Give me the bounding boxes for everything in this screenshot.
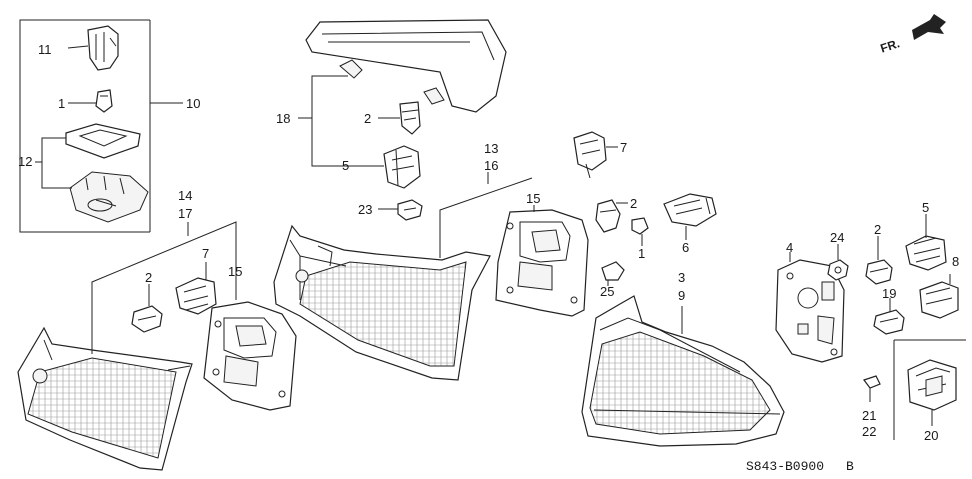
clip-23-part <box>397 199 423 221</box>
bulb-1-center-part <box>631 217 649 235</box>
high-mount-bulb-part <box>399 101 421 135</box>
tail-light-right-part <box>581 295 785 447</box>
callout-1-license: 1 <box>58 96 65 111</box>
callout-2-center: 2 <box>630 196 637 211</box>
callout-7-center: 7 <box>620 140 627 155</box>
bulb-2-center-part <box>595 199 621 233</box>
tail-light-left-part <box>17 326 193 471</box>
callout-4: 4 <box>786 240 793 255</box>
license-bulb-part <box>95 89 113 113</box>
socket-7-center-part <box>573 131 607 179</box>
callout-6: 6 <box>682 240 689 255</box>
socket-6-part <box>663 193 717 227</box>
callout-25: 25 <box>600 284 614 299</box>
socket-7-left-part <box>175 277 217 315</box>
callout-16: 16 <box>484 158 498 173</box>
callout-11: 11 <box>38 42 52 57</box>
bulb-19-part <box>873 309 905 335</box>
socket-8-part <box>919 281 959 319</box>
nut-24-part <box>827 259 849 281</box>
callout-12: 12 <box>18 154 32 169</box>
gasket-center-part <box>495 209 589 317</box>
relay-20-group <box>893 339 966 440</box>
callout-23: 23 <box>358 202 372 217</box>
callout-3: 3 <box>678 270 685 285</box>
callout-18: 18 <box>276 111 290 126</box>
callout-15-center: 15 <box>526 191 540 206</box>
callout-21: 21 <box>862 408 876 423</box>
callout-22: 22 <box>862 424 876 439</box>
callout-2-top: 2 <box>364 111 371 126</box>
callout-19: 19 <box>882 286 896 301</box>
front-label: FR. <box>879 36 902 55</box>
license-lens-part <box>65 123 141 159</box>
callout-15-left: 15 <box>228 264 242 279</box>
callout-2-right: 2 <box>874 222 881 237</box>
callout-5-top: 5 <box>342 158 349 173</box>
license-housing-part <box>69 171 149 223</box>
high-mount-light-part <box>305 19 507 113</box>
high-mount-socket-part <box>383 145 421 189</box>
clip-25-part <box>601 261 625 281</box>
socket-5-right-part <box>905 235 947 271</box>
callout-8: 8 <box>952 254 959 269</box>
diagram-code: S843-B0900 <box>746 459 824 474</box>
front-direction-indicator <box>912 14 946 40</box>
callout-10: 10 <box>186 96 200 111</box>
callout-7-left: 7 <box>202 246 209 261</box>
license-light-group <box>19 19 183 233</box>
callout-20: 20 <box>924 428 938 443</box>
bulb-2-left-part <box>131 305 163 333</box>
callout-13: 13 <box>484 141 498 156</box>
gasket-right-part <box>775 259 845 363</box>
callout-14: 14 <box>178 188 192 203</box>
callout-9: 9 <box>678 288 685 303</box>
diagram-revision: B <box>846 459 854 474</box>
license-socket-part <box>87 25 119 71</box>
callout-5-right: 5 <box>922 200 929 215</box>
front-arrow-icon <box>912 14 946 40</box>
trunk-light-left-part <box>273 224 491 381</box>
callout-2-left: 2 <box>145 270 152 285</box>
gasket-left-part <box>203 301 297 411</box>
callout-17: 17 <box>178 206 192 221</box>
bulb-2-right-part <box>865 259 893 285</box>
callout-24: 24 <box>830 230 844 245</box>
callout-1-center: 1 <box>638 246 645 261</box>
screw-21-part <box>863 375 881 402</box>
